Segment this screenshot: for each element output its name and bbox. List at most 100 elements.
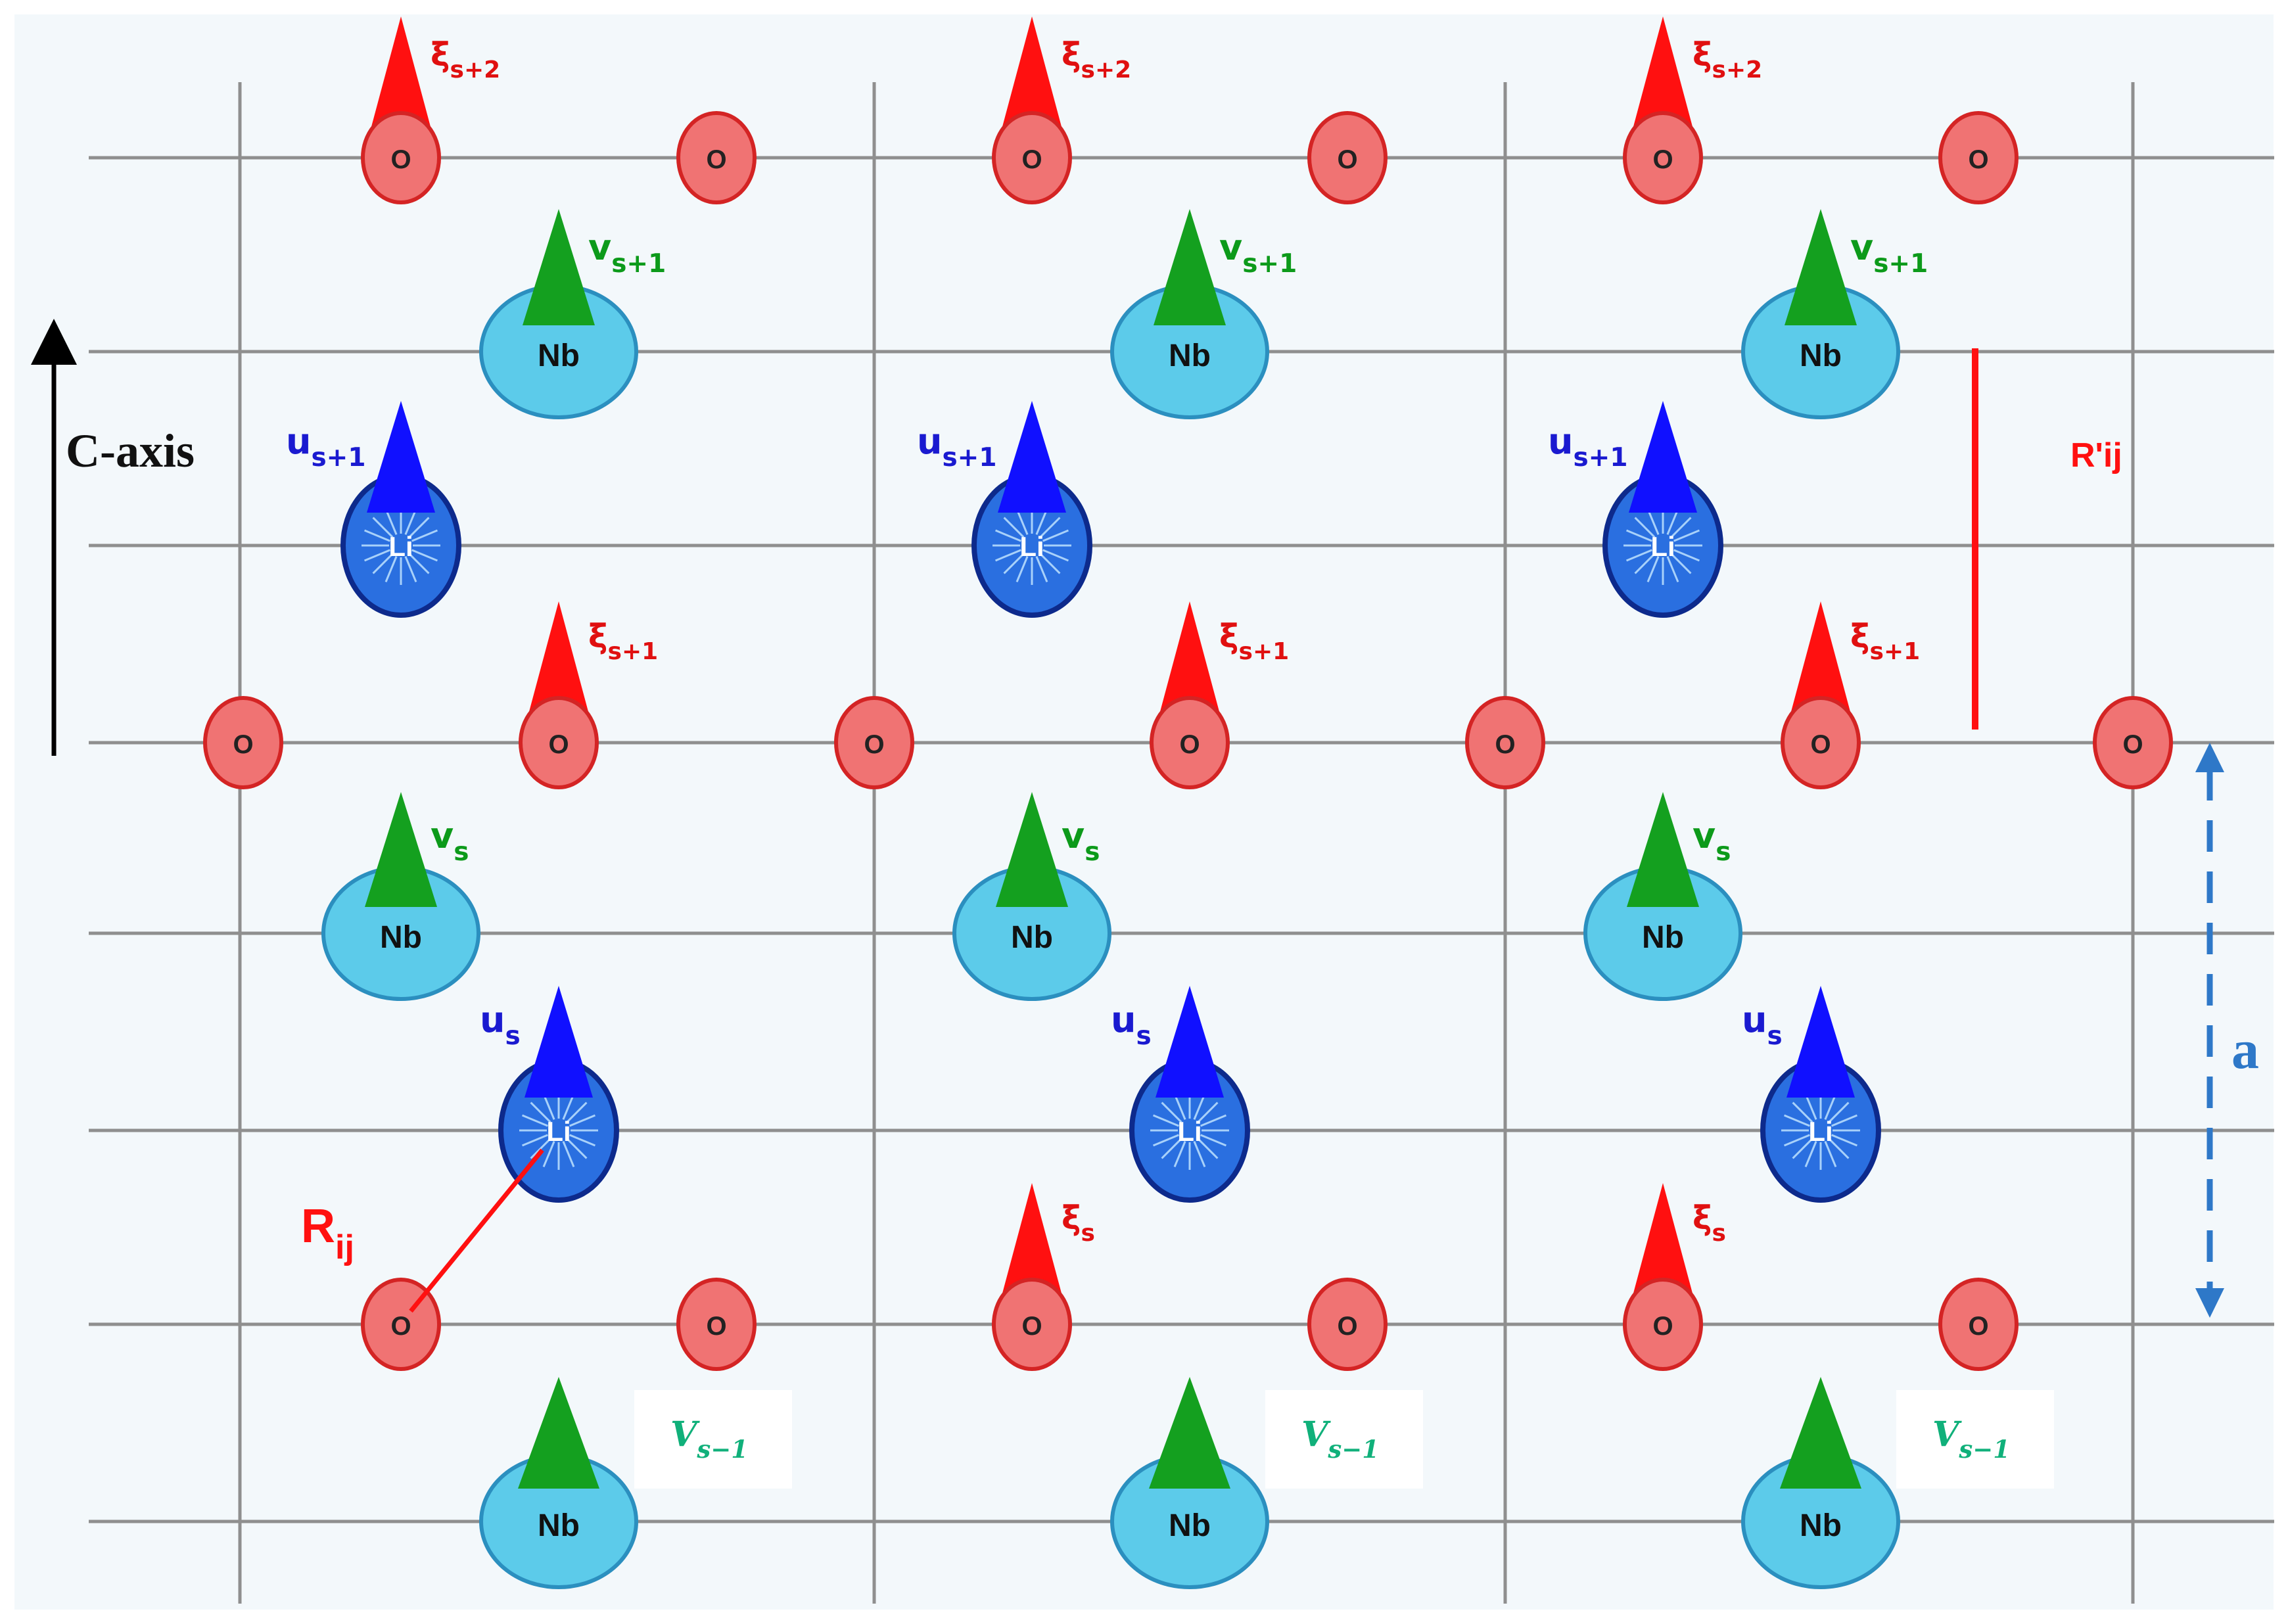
v-lower-label: Vs−1 xyxy=(1301,1414,1379,1464)
lithium-glow-ray xyxy=(1042,549,1069,562)
lithium-glow-ray xyxy=(1673,549,1700,562)
u-displacement-arrow-icon xyxy=(1629,401,1697,513)
lithium-glow-ray xyxy=(404,556,417,583)
u-label: us xyxy=(1111,999,1152,1051)
u-displacement-arrow-icon xyxy=(367,401,435,513)
v-label: vs xyxy=(431,815,469,867)
lithium-glow-ray xyxy=(1646,508,1660,535)
lithium-glow-ray xyxy=(1197,1138,1219,1159)
lithium-glow-ray xyxy=(521,1134,548,1147)
niobium-atom-icon: Nb xyxy=(1583,866,1742,1001)
lithium-glow-ray xyxy=(542,1093,555,1120)
lithium-glow-ray xyxy=(1016,556,1029,583)
lithium-glow-ray xyxy=(1828,1138,1850,1159)
lithium-glow-ray xyxy=(1666,556,1679,583)
oxygen-atom-shape xyxy=(1781,696,1861,789)
oxygen-atom-icon: O xyxy=(1150,696,1230,789)
oxygen-atom-label: O xyxy=(2122,730,2143,759)
lithium-glow-ray xyxy=(1161,1138,1182,1159)
xi-label: ξs+2 xyxy=(431,35,500,83)
lithium-glow-ray xyxy=(1804,1093,1817,1120)
lithium-glow-ray xyxy=(530,1138,551,1159)
oxygen-atom-shape xyxy=(1307,111,1388,204)
v-displacement-arrow-icon xyxy=(523,209,595,325)
lithium-glow-ray xyxy=(1804,1141,1817,1168)
oxygen-atom-icon: O xyxy=(1307,1278,1388,1371)
v-lower-label-box xyxy=(634,1390,792,1489)
lithium-glow-ray xyxy=(569,1114,596,1127)
niobium-atom-label: Nb xyxy=(1169,338,1211,373)
niobium-atom-icon: Nb xyxy=(1110,284,1269,419)
lithium-glow-ray xyxy=(566,1102,588,1123)
xi-label: ξs+2 xyxy=(1693,35,1762,83)
oxygen-atom-label: O xyxy=(1652,145,1673,174)
oxygen-atom-label: O xyxy=(1968,145,1988,174)
oxygen-atom-icon: O xyxy=(1781,696,1861,789)
oxygen-atom-icon: O xyxy=(2093,696,2173,789)
oxygen-atom-shape xyxy=(676,1278,757,1371)
v-label: vs+1 xyxy=(588,227,666,279)
v-label: vs xyxy=(1693,815,1731,867)
v-displacement-arrow-icon xyxy=(1627,792,1699,907)
v-displacement-arrow-icon xyxy=(996,792,1068,907)
oxygen-atom-label: O xyxy=(1337,1312,1357,1341)
lithium-glow-ray xyxy=(1625,529,1652,542)
niobium-atom-label: Nb xyxy=(538,338,580,373)
oxygen-atom-icon: O xyxy=(1623,1278,1703,1371)
lithium-glow-ray xyxy=(569,1134,596,1147)
lithium-atom-label: Li xyxy=(1177,1116,1202,1147)
lithium-glow-ray xyxy=(1831,1134,1858,1147)
oxygen-atom-icon: O xyxy=(1623,111,1703,204)
lithium-glow-ray xyxy=(1152,1114,1179,1127)
lithium-glow-ray xyxy=(1016,508,1029,535)
oxygen-atom-shape xyxy=(1938,1278,2019,1371)
oxygen-atom-icon: O xyxy=(203,696,283,789)
u-label: us+1 xyxy=(286,421,365,473)
u-label: us xyxy=(1742,999,1783,1051)
lithium-atom-label: Li xyxy=(388,531,413,562)
u-displacement-arrow-icon xyxy=(525,986,593,1098)
lattice-a-label: a xyxy=(2231,1019,2259,1080)
oxygen-atom-label: O xyxy=(864,730,884,759)
u-displacement-arrow-icon xyxy=(998,401,1066,513)
lithium-glow-ray xyxy=(1193,1141,1206,1168)
lithium-glow-ray xyxy=(530,1102,551,1123)
v-label: vs+1 xyxy=(1850,227,1928,279)
lithium-atom-label: Li xyxy=(1808,1116,1833,1147)
v-displacement-arrow-icon xyxy=(365,792,437,907)
lithium-glow-ray xyxy=(385,508,398,535)
lithium-glow-ray xyxy=(1161,1102,1182,1123)
lithium-glow-ray xyxy=(1039,553,1061,574)
xi-label: ξs+1 xyxy=(588,617,658,665)
v-lower-label-box xyxy=(1896,1390,2054,1489)
oxygen-atom-label: O xyxy=(1337,145,1357,174)
oxygen-atom-shape xyxy=(1150,696,1230,789)
lithium-glow-ray xyxy=(1634,553,1656,574)
oxygen-atom-shape xyxy=(1623,1278,1703,1371)
lithium-glow-ray xyxy=(1625,549,1652,562)
oxygen-atom-shape xyxy=(361,111,441,204)
lithium-glow-ray xyxy=(1824,1093,1837,1120)
oxygen-atom-icon: O xyxy=(1307,111,1388,204)
lithium-glow-ray xyxy=(1792,1102,1813,1123)
lithium-glow-ray xyxy=(363,549,390,562)
lithium-glow-ray xyxy=(566,1138,588,1159)
oxygen-atom-shape xyxy=(992,1278,1072,1371)
oxygen-atom-label: O xyxy=(706,1312,726,1341)
oxygen-atom-icon: O xyxy=(676,1278,757,1371)
lithium-atom-label: Li xyxy=(1019,531,1044,562)
oxygen-atom-label: O xyxy=(233,730,253,759)
lithium-glow-ray xyxy=(994,549,1021,562)
lithium-glow-ray xyxy=(521,1114,548,1127)
niobium-atom-label: Nb xyxy=(380,920,422,955)
niobium-atom-label: Nb xyxy=(1169,1508,1211,1543)
lithium-glow-ray xyxy=(1152,1134,1179,1147)
lithium-glow-ray xyxy=(562,1093,575,1120)
xi-label: ξs+1 xyxy=(1219,617,1289,665)
lithium-glow-ray xyxy=(385,556,398,583)
v-displacement-arrow-icon xyxy=(1785,209,1857,325)
r-ij-line xyxy=(409,1148,544,1313)
niobium-atom-label: Nb xyxy=(1642,920,1684,955)
